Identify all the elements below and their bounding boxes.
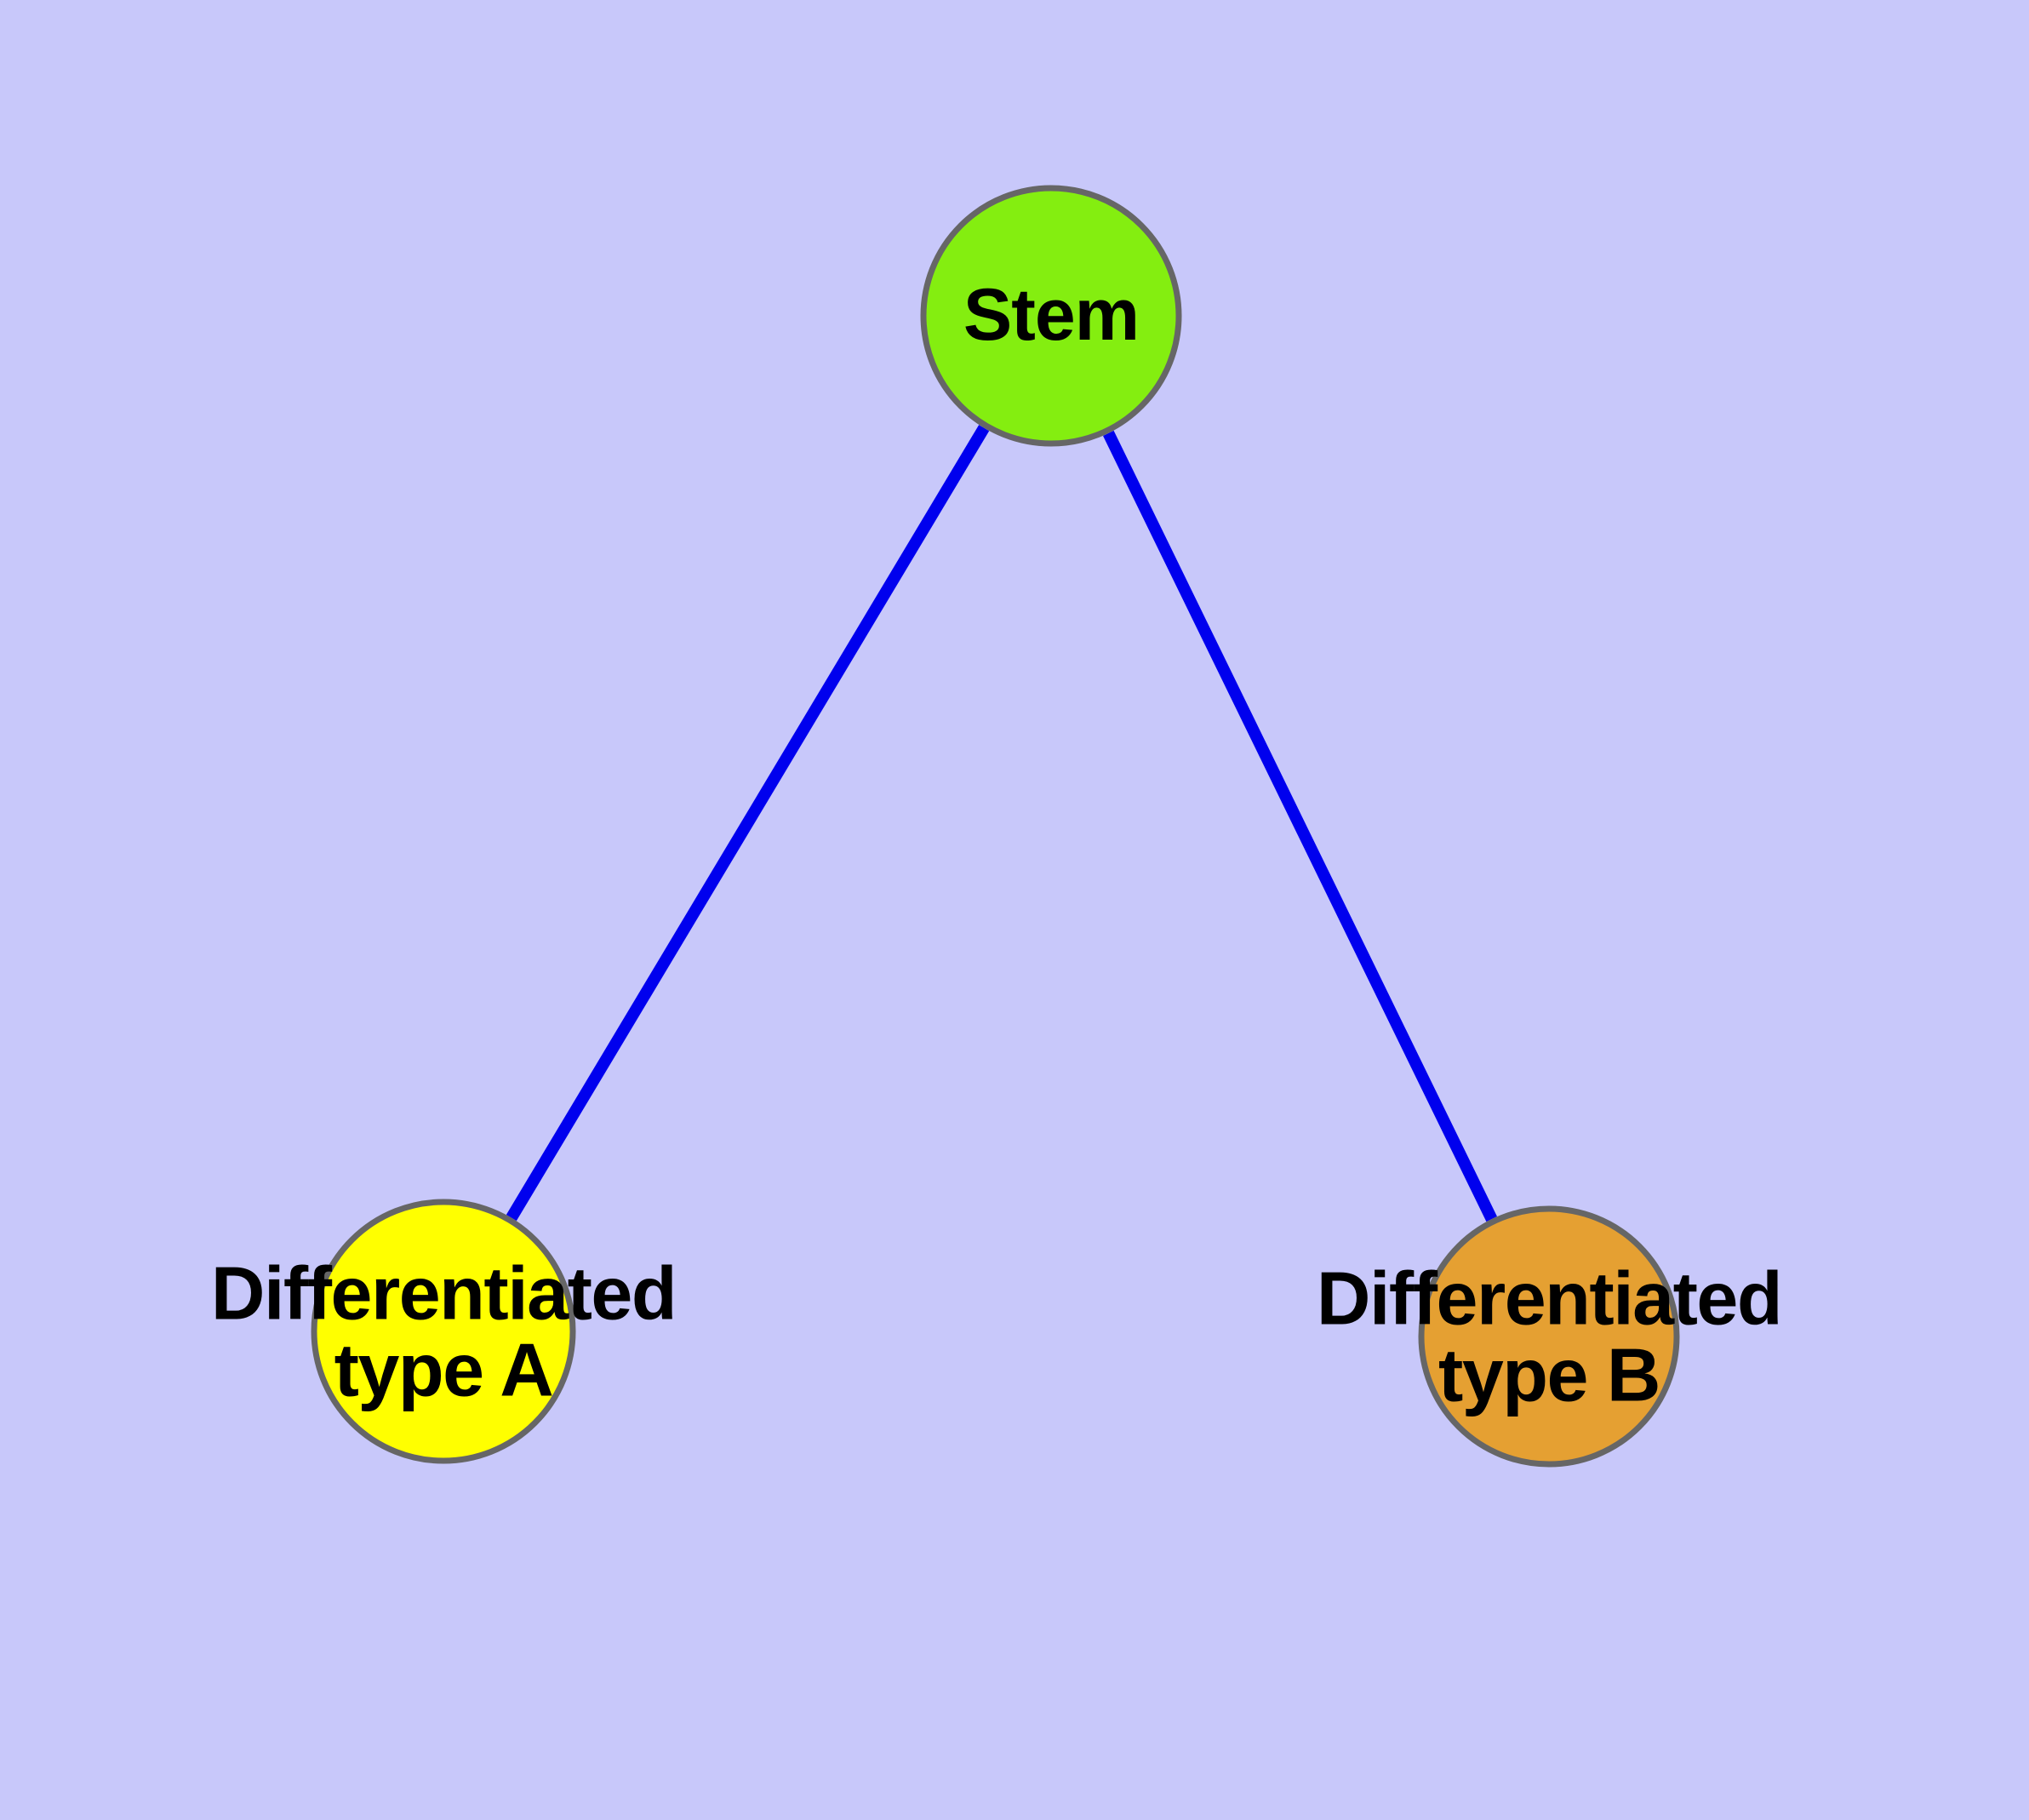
edge-stem-to-b[interactable] bbox=[1103, 430, 1497, 1222]
node-layer bbox=[311, 185, 1680, 1468]
node-stem[interactable] bbox=[920, 185, 1182, 447]
edge-layer bbox=[506, 425, 1497, 1222]
edge-stem-to-a[interactable] bbox=[506, 425, 990, 1222]
node-diff_b[interactable] bbox=[1418, 1205, 1680, 1468]
node-diff_a[interactable] bbox=[311, 1199, 576, 1464]
